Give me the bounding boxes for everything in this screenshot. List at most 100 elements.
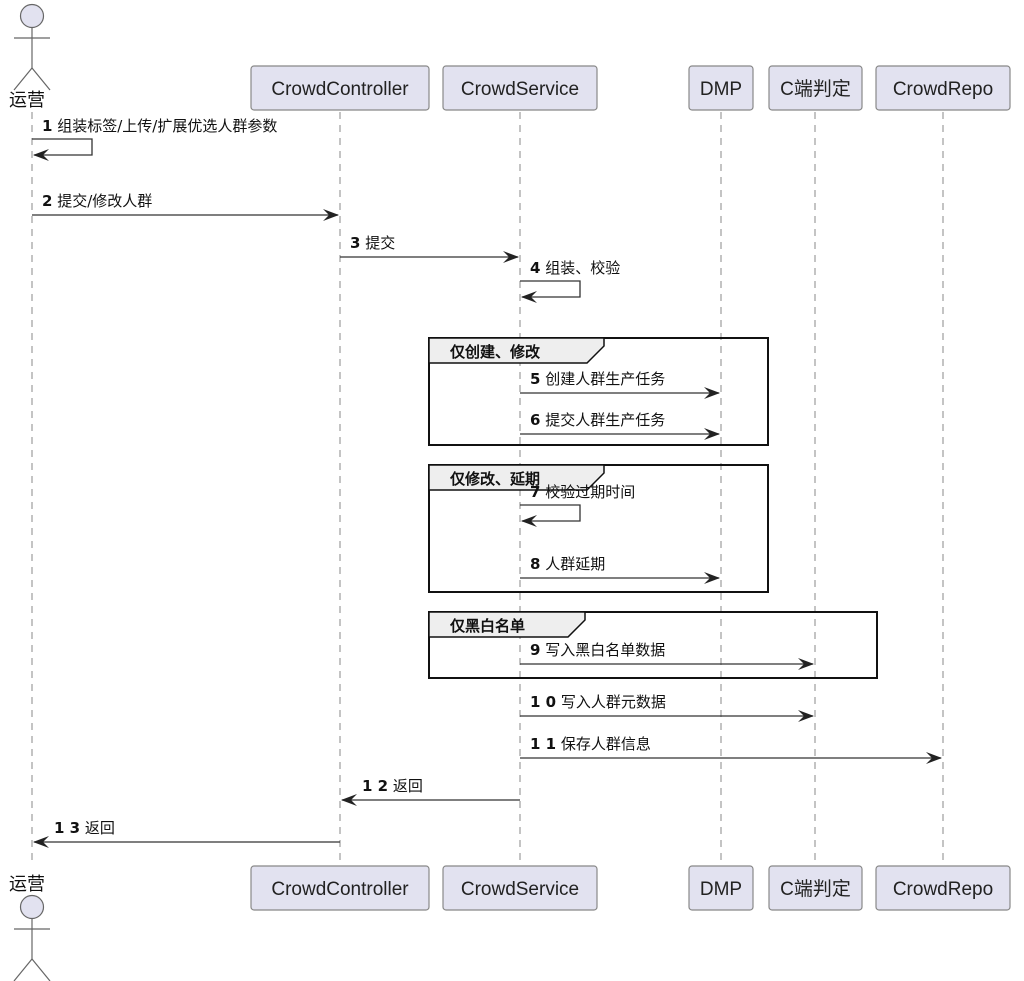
message-4: 4 组装、校验 [520, 259, 620, 303]
participant-label: CrowdRepo [893, 79, 993, 100]
message-text: 人群延期 [545, 555, 605, 573]
participant-label: C端判定 [780, 78, 851, 100]
participant-box [768, 865, 863, 911]
message-text: 写入黑白名单数据 [545, 641, 665, 659]
participant-box [768, 65, 863, 111]
participant-box [442, 865, 598, 911]
message-line [32, 138, 93, 156]
message-number: 1 [42, 117, 52, 135]
participant-box [442, 65, 598, 111]
actor-label: 运营 [9, 874, 45, 895]
message-number: 8 [530, 555, 540, 573]
participant-box [875, 65, 1011, 111]
message-2: 2 提交/修改人群 [32, 192, 339, 221]
message-12: 1 2 返回 [341, 777, 520, 806]
message-9: 9 写入黑白名单数据 [520, 641, 814, 670]
participant-label: DMP [700, 879, 742, 900]
message-line [520, 280, 581, 298]
arrow-head-icon [798, 658, 814, 670]
message-8: 8 人群延期 [520, 555, 720, 584]
message-number: 2 [42, 192, 52, 210]
message-6: 6 提交人群生产任务 [520, 411, 720, 440]
participant-label: DMP [700, 79, 742, 100]
arrow-head-icon [33, 149, 49, 161]
message-number: 1 3 [54, 819, 80, 837]
message-label: 5 创建人群生产任务 [530, 370, 665, 388]
message-label: 1 组装标签/上传/扩展优选人群参数 [42, 117, 277, 135]
participant-repo-top[interactable]: CrowdRepo [875, 65, 1011, 111]
participant-label: CrowdService [461, 879, 579, 900]
actor-top: 运营 [9, 3, 51, 111]
message-text: 提交人群生产任务 [545, 411, 665, 429]
actor-bottom: 运营 [9, 874, 51, 981]
participant-cjudge-top[interactable]: C端判定 [768, 65, 863, 111]
participant-repo-bottom[interactable]: CrowdRepo [875, 865, 1011, 911]
message-label: 3 提交 [350, 234, 395, 252]
group-label: 仅创建、修改 [449, 343, 541, 361]
arrow-head-icon [33, 836, 49, 848]
participant-svc-top[interactable]: CrowdService [442, 65, 598, 111]
message-label: 1 2 返回 [362, 777, 423, 795]
participant-box [250, 65, 430, 111]
actor-head-icon [19, 894, 45, 920]
group-fragment: 仅创建、修改 [428, 337, 769, 446]
arrow-head-icon [704, 572, 720, 584]
participant-box [688, 65, 754, 111]
participant-box [875, 865, 1011, 911]
participant-svc-bottom[interactable]: CrowdService [442, 865, 598, 911]
message-line [520, 504, 581, 522]
participant-label: C端判定 [780, 878, 851, 900]
group-label: 仅修改、延期 [449, 470, 540, 488]
message-text: 返回 [85, 819, 115, 837]
participant-cjudge-bottom[interactable]: C端判定 [768, 865, 863, 911]
message-text: 组装、校验 [545, 259, 620, 277]
message-number: 4 [530, 259, 540, 277]
message-7: 7 校验过期时间 [520, 483, 635, 527]
participant-label: CrowdController [271, 879, 409, 900]
participant-ctrl-bottom[interactable]: CrowdController [250, 865, 430, 911]
arrow-head-icon [323, 209, 339, 221]
actor-figure-icon [13, 918, 51, 981]
group-frame [428, 611, 878, 679]
message-label: 7 校验过期时间 [530, 483, 635, 501]
message-text: 保存人群信息 [561, 735, 651, 753]
arrow-head-icon [521, 291, 537, 303]
message-label: 4 组装、校验 [530, 259, 620, 277]
participant-ctrl-top[interactable]: CrowdController [250, 65, 430, 111]
participant-box [688, 865, 754, 911]
message-text: 提交/修改人群 [57, 192, 152, 210]
message-number: 9 [530, 641, 540, 659]
message-3: 3 提交 [340, 234, 519, 263]
participant-dmp-bottom[interactable]: DMP [688, 865, 754, 911]
message-text: 创建人群生产任务 [545, 370, 665, 388]
participant-label: CrowdRepo [893, 879, 993, 900]
arrow-head-icon [341, 794, 357, 806]
message-label: 1 0 写入人群元数据 [530, 693, 666, 711]
message-number: 7 [530, 483, 540, 501]
message-5: 5 创建人群生产任务 [520, 370, 720, 399]
participant-dmp-top[interactable]: DMP [688, 65, 754, 111]
message-11: 1 1 保存人群信息 [520, 735, 942, 764]
message-text: 返回 [393, 777, 423, 795]
message-label: 9 写入黑白名单数据 [530, 641, 665, 659]
actor-figure-icon [13, 27, 51, 91]
message-label: 8 人群延期 [530, 555, 605, 573]
message-label: 2 提交/修改人群 [42, 192, 152, 210]
message-number: 1 1 [530, 735, 556, 753]
message-label: 1 1 保存人群信息 [530, 735, 651, 753]
actor-head-icon [19, 3, 45, 29]
arrow-head-icon [521, 515, 537, 527]
message-13: 1 3 返回 [33, 819, 340, 848]
group-tab [428, 464, 605, 491]
group-tab [428, 611, 586, 638]
arrow-head-icon [798, 710, 814, 722]
arrow-head-icon [704, 387, 720, 399]
message-text: 校验过期时间 [545, 483, 635, 501]
group-tab [428, 337, 605, 364]
message-text: 组装标签/上传/扩展优选人群参数 [57, 117, 277, 135]
message-label: 1 3 返回 [54, 819, 115, 837]
message-number: 3 [350, 234, 360, 252]
participant-label: CrowdController [271, 79, 409, 100]
message-1: 1 组装标签/上传/扩展优选人群参数 [32, 117, 277, 161]
